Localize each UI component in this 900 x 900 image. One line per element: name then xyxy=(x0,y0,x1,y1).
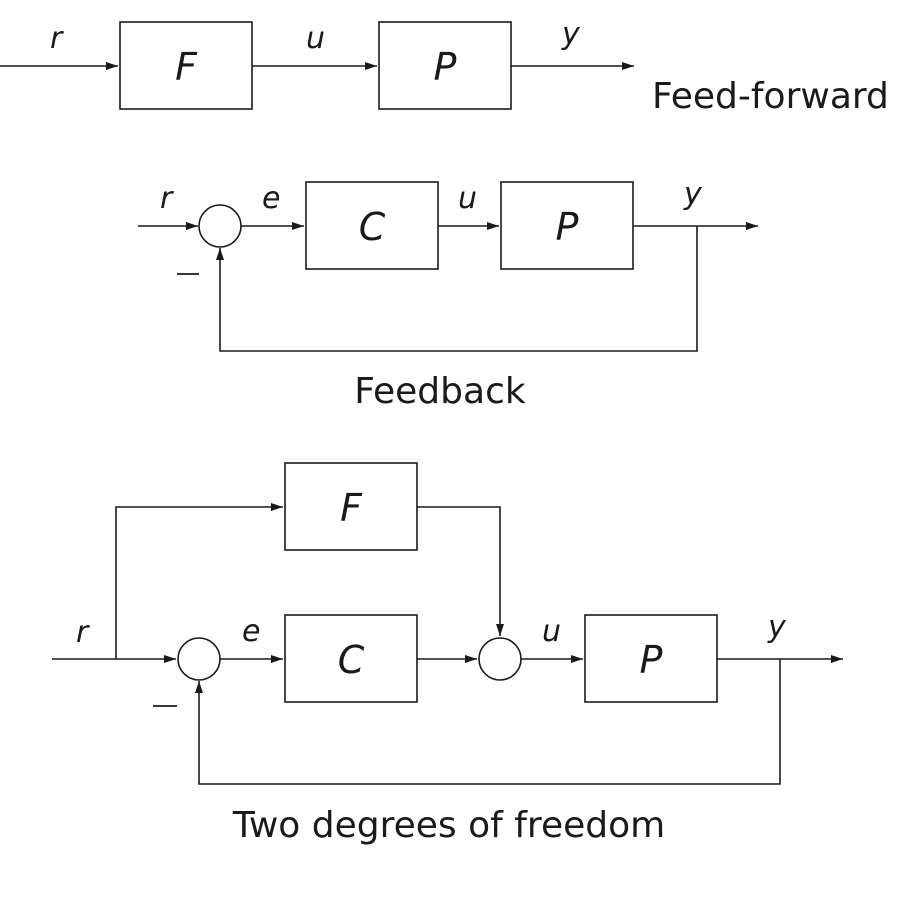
ff-y-label: y xyxy=(561,17,581,52)
tdof-block-c xyxy=(284,614,418,703)
tdof-block-p xyxy=(584,614,718,703)
tdof-feedback-path xyxy=(195,659,781,785)
tdof-r-label: r xyxy=(76,615,90,650)
fb-summing-junction xyxy=(198,204,242,248)
ff-block-p xyxy=(378,21,512,110)
tdof-f-output-arrow xyxy=(417,506,504,636)
fb-caption: Feedback xyxy=(354,371,526,412)
tdof-caption: Two degrees of freedom xyxy=(232,805,665,846)
ff-u-label: u xyxy=(306,21,325,56)
tdof-u-label: u xyxy=(542,614,561,649)
fb-y-label: y xyxy=(683,177,703,212)
tdof-block-p-label: P xyxy=(640,638,663,682)
feedback-diagram: r e C u P y Feedback xyxy=(138,177,758,412)
fb-block-p xyxy=(500,181,634,270)
ff-block-f-label: F xyxy=(175,45,198,89)
fb-feedback-path xyxy=(216,226,698,352)
fb-r-label: r xyxy=(160,181,174,216)
tdof-y-label: y xyxy=(767,610,787,645)
fb-block-c-label: C xyxy=(359,205,386,249)
fb-u-label: u xyxy=(458,181,477,216)
tdof-e-label: e xyxy=(242,614,260,649)
tdof-block-c-label: C xyxy=(338,638,365,682)
ff-caption: Feed-forward xyxy=(652,76,889,117)
ff-r-label: r xyxy=(50,21,64,56)
tdof-summing-junction-2 xyxy=(478,637,522,681)
ff-block-p-label: P xyxy=(434,45,457,89)
tdof-summing-junction-1 xyxy=(177,637,221,681)
tdof-feedforward-branch xyxy=(115,503,283,659)
two-dof-diagram: r F e C u P y Two degrees of freedom xyxy=(52,462,843,846)
fb-e-label: e xyxy=(262,181,280,216)
fb-block-p-label: P xyxy=(556,205,579,249)
tdof-block-f-label: F xyxy=(340,486,363,530)
tdof-block-f xyxy=(284,462,418,551)
feedforward-diagram: r F u P y Feed-forward xyxy=(0,17,889,117)
